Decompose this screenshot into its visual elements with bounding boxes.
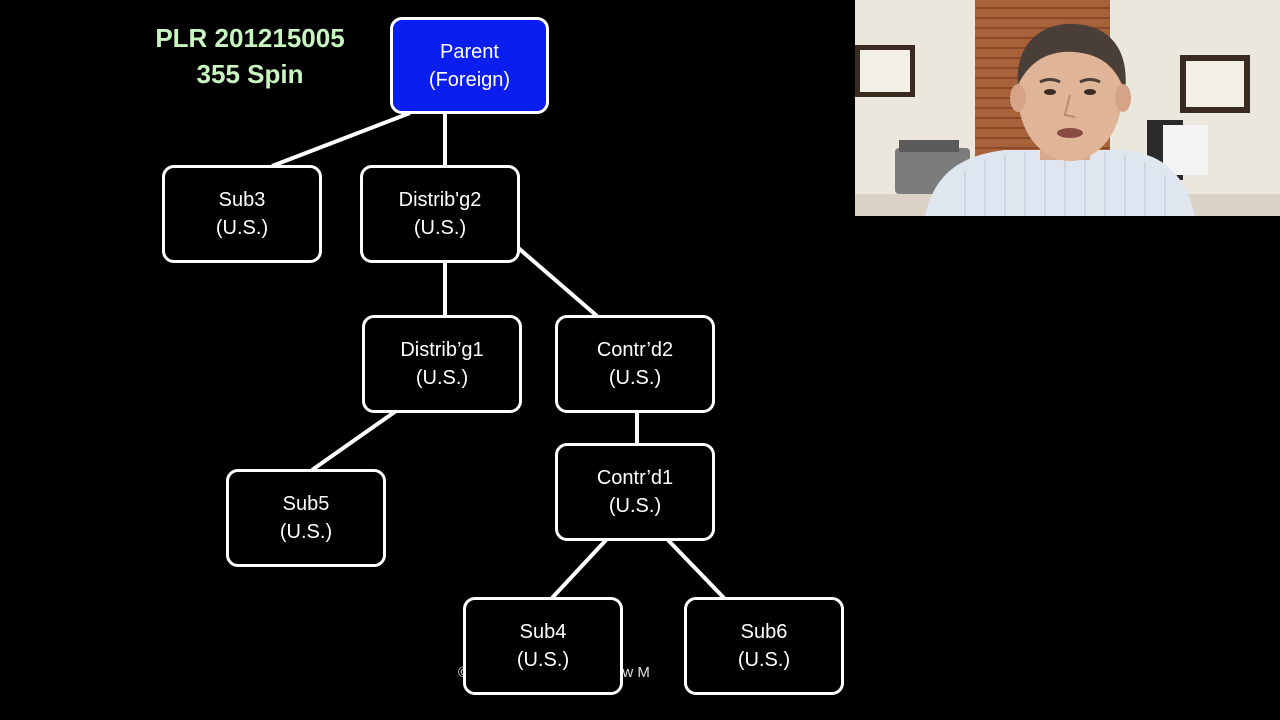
edge-contrd1-sub6 [666, 538, 726, 600]
node-sub3-type: (U.S.) [215, 217, 269, 239]
node-contrd2-name: Contr’d2 [596, 339, 674, 361]
node-distribg1-name: Distrib’g1 [400, 339, 484, 361]
edge-parent-sub3 [271, 111, 411, 168]
node-sub5: Sub5 (U.S.) [226, 469, 386, 567]
org-chart-connectors [271, 111, 726, 600]
node-distribg1-type: (U.S.) [415, 367, 469, 389]
node-sub4-name: Sub4 [519, 621, 567, 643]
node-parent-name: Parent [440, 40, 499, 63]
presenter-webcam-overlay [855, 0, 1280, 216]
node-sub4: Sub4 (U.S.) [463, 597, 623, 695]
node-sub5-type: (U.S.) [279, 521, 333, 543]
title-ruling-number: PLR 201215005 [155, 23, 345, 53]
node-contrd2: Contr’d2 (U.S.) [555, 315, 715, 413]
node-sub6: Sub6 (U.S.) [684, 597, 844, 695]
edge-distribg2-contrd2 [514, 244, 599, 318]
node-contrd1-type: (U.S.) [608, 495, 662, 517]
slide-title: PLR 201215005 355 Spin [100, 20, 400, 92]
node-distribg2-type: (U.S.) [413, 217, 467, 239]
node-sub5-name: Sub5 [282, 493, 330, 515]
node-sub4-type: (U.S.) [516, 649, 570, 671]
node-distribg2-name: Distrib'g2 [398, 189, 482, 211]
node-sub3: Sub3 (U.S.) [162, 165, 322, 263]
node-parent: Parent (Foreign) [390, 17, 549, 114]
node-contrd1: Contr’d1 (U.S.) [555, 443, 715, 541]
node-contrd2-type: (U.S.) [608, 367, 662, 389]
node-sub6-type: (U.S.) [737, 649, 791, 671]
node-parent-type: (Foreign) [428, 68, 511, 91]
edge-contrd1-sub4 [550, 538, 608, 600]
title-subtitle: 355 Spin [196, 59, 304, 89]
edge-distribg1-sub5 [310, 409, 398, 472]
node-distribg2: Distrib'g2 (U.S.) [360, 165, 520, 263]
node-sub6-name: Sub6 [740, 621, 788, 643]
node-contrd1-name: Contr’d1 [596, 467, 674, 489]
presenter-video-image [855, 0, 1280, 216]
node-sub3-name: Sub3 [218, 189, 266, 211]
node-distribg1: Distrib’g1 (U.S.) [362, 315, 522, 413]
